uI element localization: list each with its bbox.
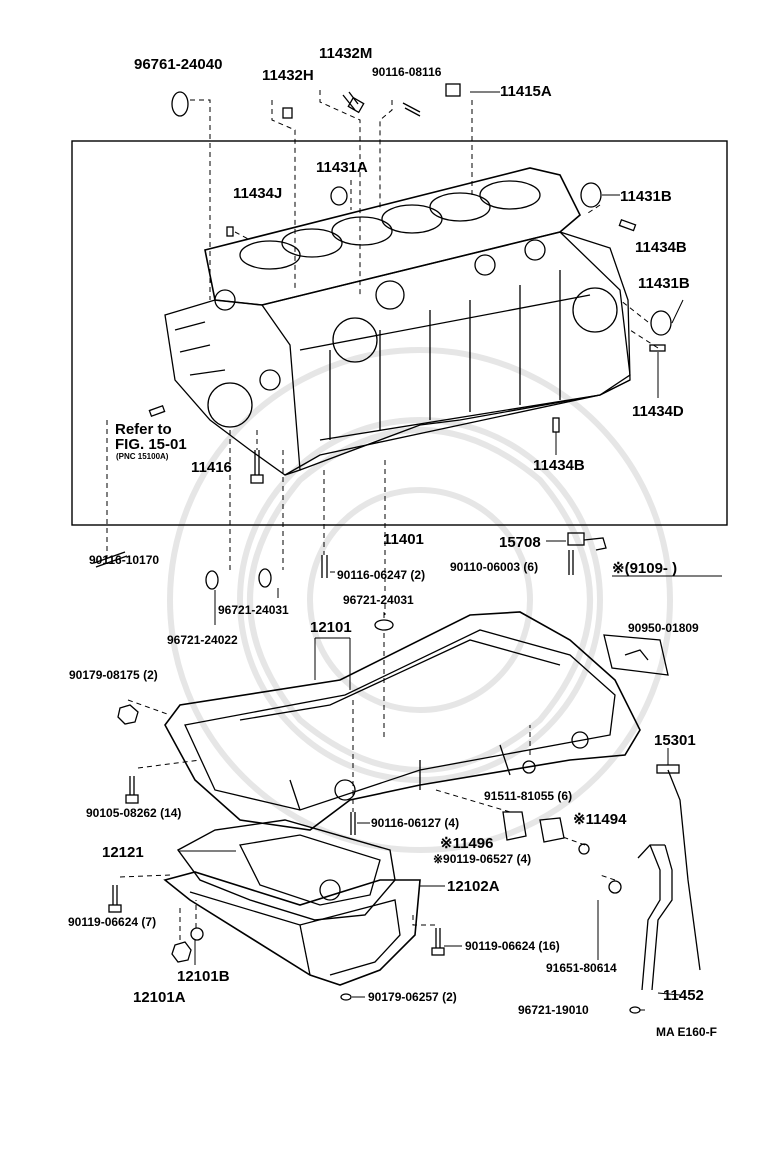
stud-90116-06247 — [321, 555, 328, 578]
label-90105-08262: 90105-08262 (14) — [86, 806, 182, 820]
label-12102A: 12102A — [447, 878, 500, 895]
label-90116-06127: 90116-06127 (4) — [371, 816, 460, 830]
label-11432M: 11432M — [319, 45, 373, 62]
label-90116-08116: 90116-08116 — [372, 65, 442, 79]
label-11494: ※11494 — [573, 811, 627, 828]
label-12101A: 12101A — [133, 989, 186, 1006]
label-11496: ※11496 — [440, 835, 494, 852]
label-11431A: 11431A — [316, 159, 368, 176]
applicability-note: ※(9109- ) — [612, 560, 678, 577]
baffle-plate — [176, 819, 396, 921]
gasket-11496 — [502, 811, 527, 841]
washer-12101B — [190, 927, 204, 941]
bolt-90119-06527 — [578, 843, 590, 855]
label-11415A: 11415A — [500, 83, 552, 100]
nut-90179-06257 — [340, 993, 352, 1001]
label-90119-06527: ※90119-06527 (4) — [433, 852, 532, 866]
label-15301: 15301 — [654, 732, 696, 749]
cylinder-block — [164, 167, 631, 476]
label-91651-80614: 91651-80614 — [546, 961, 617, 975]
seal-96721-24031-a — [258, 568, 272, 588]
label-leaders — [178, 91, 684, 1011]
label-11431B-mid: 11431B — [638, 275, 690, 292]
stud-90116 — [402, 102, 421, 117]
leader-lines — [106, 90, 659, 940]
seal-96721-24022 — [205, 570, 219, 590]
plug-11431B-top — [580, 182, 602, 208]
label-90110-06003: 90110-06003 (6) — [450, 560, 539, 574]
label-11434B-top: 11434B — [635, 239, 687, 256]
pin-11434B-bot — [552, 417, 560, 433]
label-90119-06624-b: 90119-06624 (16) — [465, 939, 560, 953]
label-96721-24031-b: 96721-24031 — [343, 593, 414, 607]
bolt-90110 — [568, 550, 574, 575]
plug-12101A — [171, 941, 192, 963]
plug-11431B-mid — [650, 310, 672, 336]
label-11431B-top: 11431B — [620, 188, 672, 205]
bolt-11416 — [254, 450, 260, 475]
label-90119-06624-a: 90119-06624 (7) — [68, 915, 157, 929]
oil-pan-upper — [164, 611, 641, 831]
label-96721-24022: 96721-24022 — [167, 633, 238, 647]
stud-90116-10170 — [93, 551, 128, 568]
bolt-90119-06624-b — [435, 928, 441, 948]
washer-91511 — [522, 760, 536, 774]
ref-note-line2: FIG. 15-01 — [115, 436, 187, 453]
block-frame — [71, 140, 728, 526]
pin-ref — [148, 404, 166, 418]
label-90950-01809: 90950-01809 — [628, 621, 699, 635]
label-90179-08175: 90179-08175 (2) — [69, 668, 158, 682]
label-91511-81055: 91511-81055 (6) — [484, 789, 573, 803]
label-11434B-bot: 11434B — [533, 457, 585, 474]
plug-11431A — [330, 186, 348, 206]
dipstick-level-gauge — [667, 769, 701, 971]
label-90116-06247: 90116-06247 (2) — [337, 568, 426, 582]
label-96761-24040: 96761-24040 — [134, 56, 223, 73]
label-12101B: 12101B — [177, 968, 230, 985]
plug-11415A — [445, 83, 461, 97]
label-15708: 15708 — [499, 534, 541, 551]
cover-11494 — [539, 817, 565, 843]
label-11401: 11401 — [383, 531, 424, 548]
dipstick-guide — [637, 844, 673, 991]
pin-11434D — [649, 344, 666, 352]
label-90179-06257: 90179-06257 (2) — [368, 990, 457, 1004]
stud-90116-06127 — [350, 812, 356, 835]
label-11434J: 11434J — [233, 185, 283, 202]
bolt-90119-06624-a — [112, 885, 118, 905]
label-96721-19010: 96721-19010 — [518, 1003, 589, 1017]
bolt-90105 — [129, 776, 135, 795]
footer-code: MA E160-F — [656, 1025, 717, 1039]
label-12101: 12101 — [310, 619, 352, 636]
ref-note-line1: Refer to — [115, 421, 172, 438]
ref-note-line3: (PNC 15100A) — [116, 452, 169, 461]
plug-96761 — [171, 91, 189, 117]
label-11434D: 11434D — [632, 403, 684, 420]
label-11416: 11416 — [191, 459, 232, 476]
label-96721-24031-a: 96721-24031 — [218, 603, 289, 617]
tag-90950 — [603, 634, 669, 676]
label-90116-10170: 90116-10170 — [89, 553, 160, 567]
label-11452: 11452 — [663, 987, 704, 1004]
oil-pan-lower — [163, 871, 421, 986]
plug-11432H — [282, 107, 293, 119]
pin-11434J — [226, 226, 234, 237]
label-11432H: 11432H — [262, 67, 314, 84]
label-12121: 12121 — [102, 844, 144, 861]
nut-90179-08175 — [117, 704, 139, 725]
pin-11434B-top — [618, 218, 637, 232]
sensor-15708 — [567, 532, 585, 546]
seal-96721-24031-b — [374, 619, 394, 631]
clip-91651 — [608, 880, 622, 894]
